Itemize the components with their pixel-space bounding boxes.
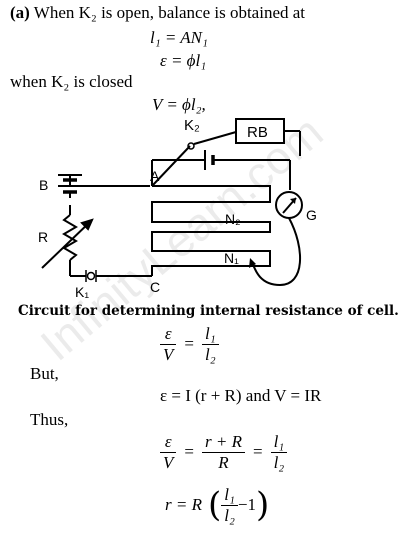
key-k1 (86, 271, 96, 281)
label-n2: N₂ (225, 211, 241, 227)
equation-v: V = ϕl₂, (152, 95, 206, 114)
label-rb: RB (247, 124, 268, 141)
part-label: (a) (10, 3, 30, 22)
fraction-emf-v: ε V (160, 324, 177, 364)
potentiometer-circuit-diagram: K₂ RB A B R N₂ N₁ G K₁ C (38, 117, 317, 300)
figure-caption: Circuit for determining internal resista… (18, 303, 399, 319)
intro-text-1: When K₂ is open, balance is obtained at (33, 3, 306, 22)
equation-l1: l₁ = AN₁ (150, 28, 208, 47)
but-text: But, (30, 364, 59, 383)
label-k2: K₂ (184, 117, 200, 134)
label-k1: K₁ (75, 284, 89, 300)
jockey-wire (251, 217, 301, 287)
label-a: A (150, 168, 160, 184)
equation-emf: ε = ϕl₁ (160, 51, 207, 70)
fraction-l1-l2: l₁ l₂ (201, 324, 219, 364)
label-g: G (306, 207, 317, 223)
key-k2 (187, 142, 195, 150)
rheostat-arrow (41, 219, 93, 269)
equation-derivation: ε V = r + R R = l₁ l₂ (160, 432, 288, 472)
equation-ratio: ε V = l₁ l₂ (160, 324, 219, 364)
equation-emf-current: ε = I (r + R) and V = IR (160, 386, 322, 405)
intro-line-1: (a) When K₂ is open, balance is obtained… (10, 3, 305, 23)
label-c: C (150, 279, 160, 295)
rheostat-resistor (62, 214, 78, 261)
label-b: B (39, 177, 48, 193)
label-n1: N₁ (224, 250, 239, 266)
label-r: R (38, 229, 48, 245)
jockey-arrow-head (249, 258, 256, 268)
wire-to-k2 (151, 145, 191, 187)
thus-text: Thus, (30, 410, 69, 429)
intro-text-2: when K₂ is closed (10, 72, 133, 91)
equation-internal-resistance: r = R ( l₁ l₂ −1 ) (165, 485, 270, 526)
potentiometer-wire (151, 185, 271, 276)
